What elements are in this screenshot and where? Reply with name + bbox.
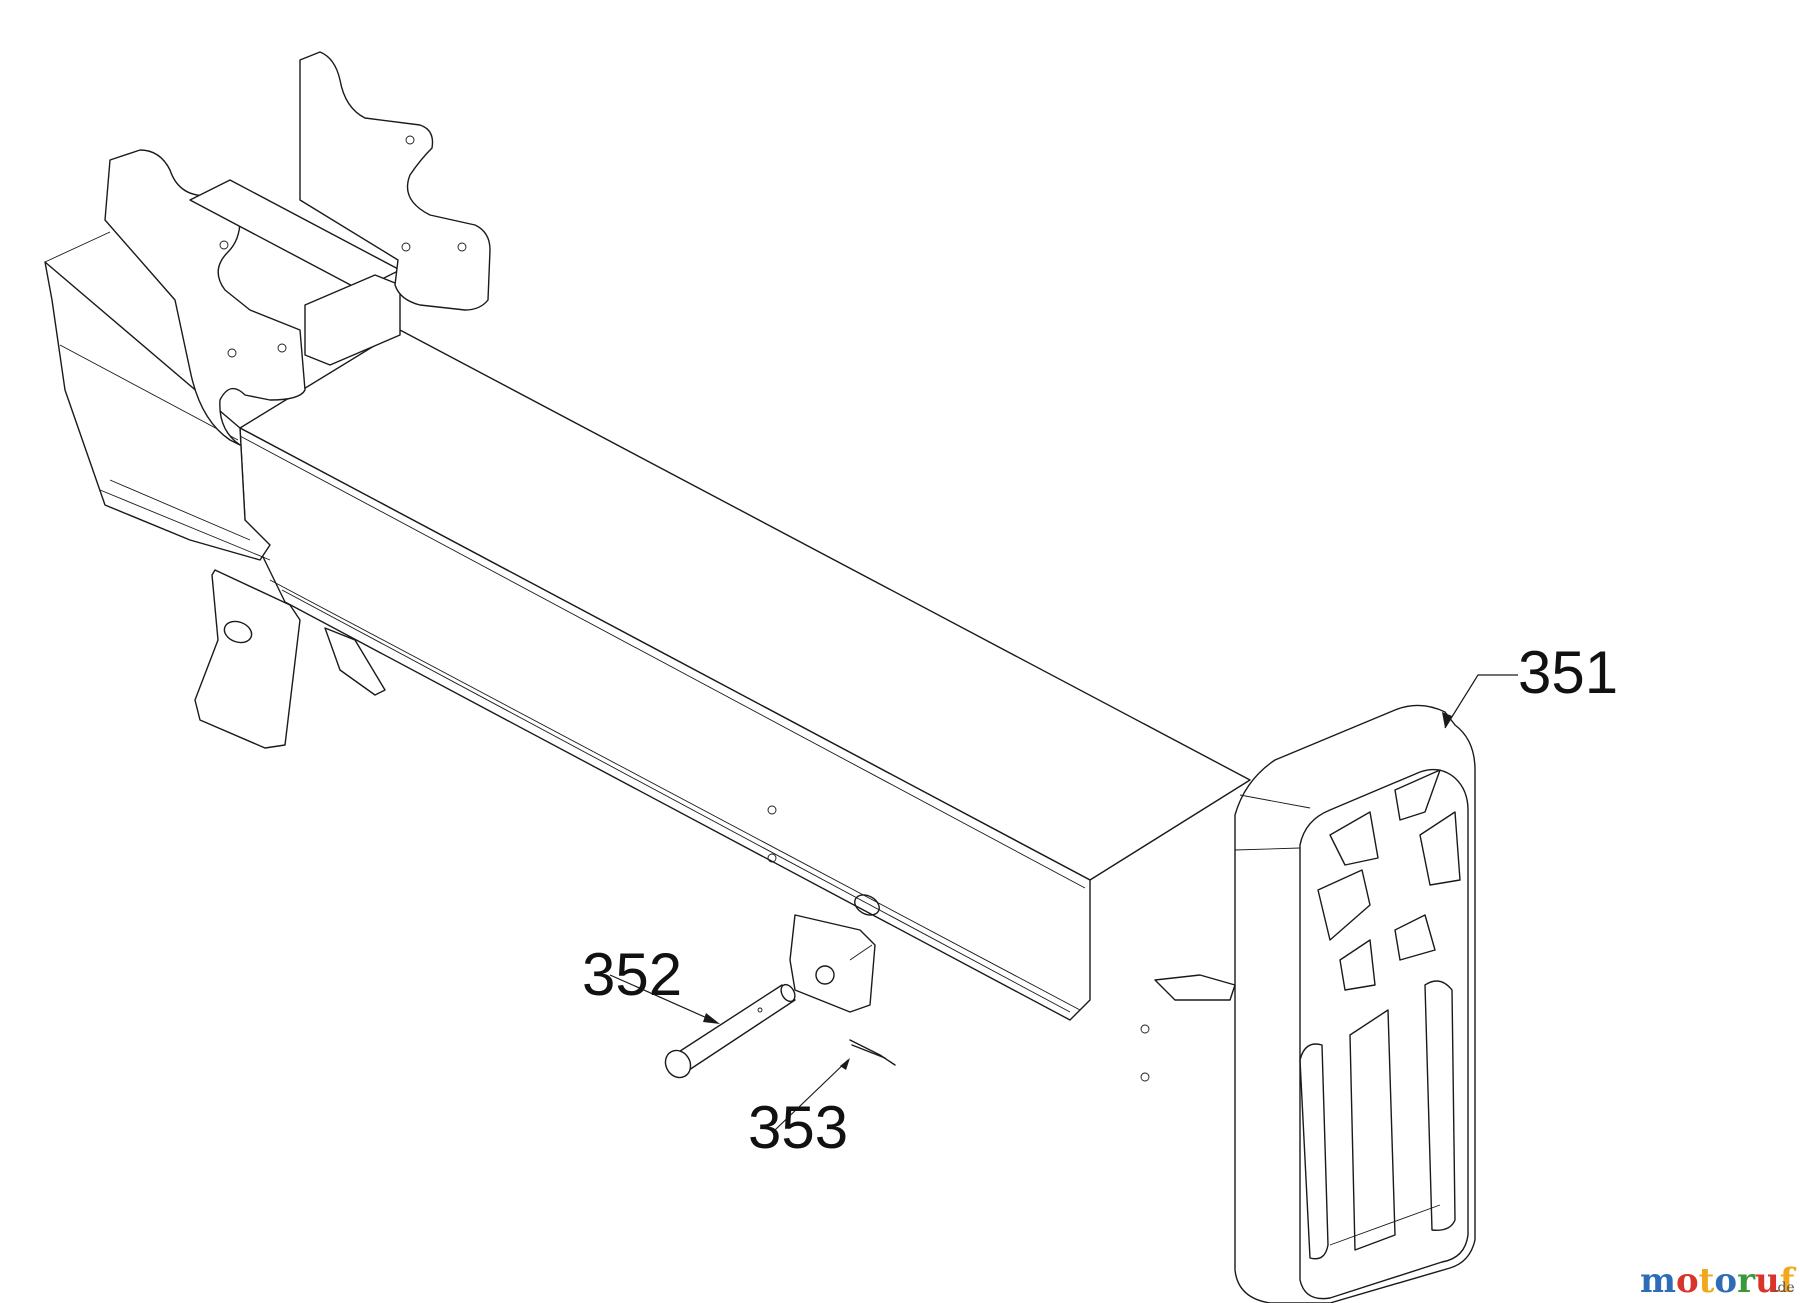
- callout-352-label: 352: [582, 941, 682, 1008]
- watermark-text: motoruf: [1640, 1261, 1797, 1301]
- rear-mount-frame: [44, 51, 491, 749]
- main-beam: [239, 329, 1251, 1082]
- callout-351-label: 351: [1518, 639, 1618, 706]
- watermark-suffix: .de: [1773, 1280, 1795, 1296]
- callout-leaders: [609, 674, 1518, 1131]
- part-353-cotter-pin: [849, 1039, 896, 1066]
- part-352-clevis-pin: [664, 983, 796, 1079]
- callout-353-label: 353: [748, 1094, 848, 1161]
- part-351-foot-plate: [1154, 704, 1476, 1303]
- center-bracket: [789, 914, 876, 1013]
- watermark-logo: motoruf .de: [1640, 1261, 1797, 1301]
